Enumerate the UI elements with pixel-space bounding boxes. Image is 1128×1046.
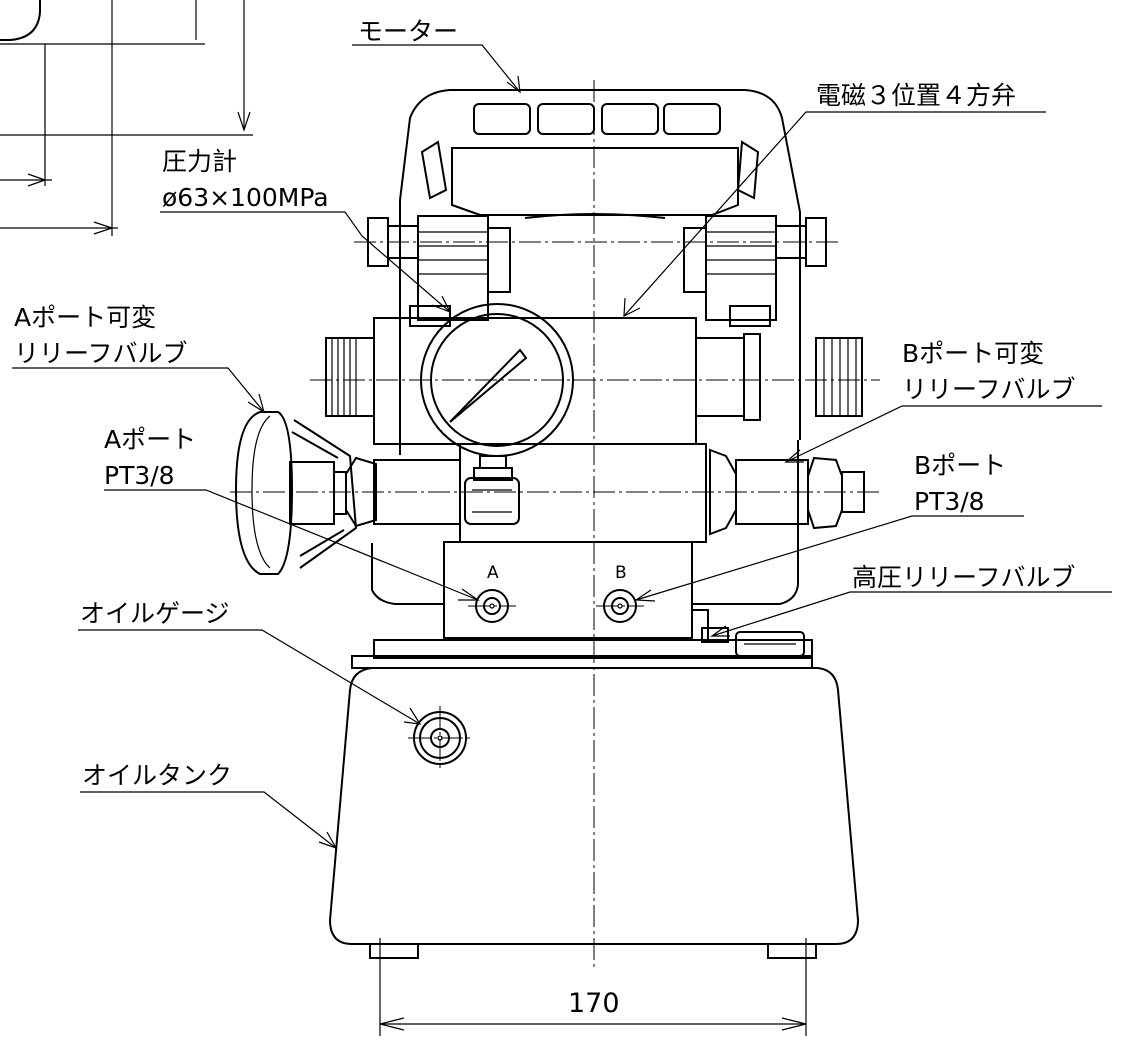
high-relief-label: 高圧リリーフバルブ [852,563,1076,592]
port-a-mark: A [487,563,499,583]
gauge-label-line2: ø63×100MPa [162,183,329,212]
oil-tank [328,639,860,959]
bottom-dimension [379,938,807,1036]
motor-label: モーター [358,17,458,46]
leader-lines [12,44,1112,850]
oil-gauge-label: オイルゲージ [80,599,230,628]
a-relief-label-line1: Aポート可変 [14,303,156,332]
a-port-fittings [234,411,461,575]
b-relief-label-line2: リリーフバルブ [902,375,1076,404]
a-port-label-line1: Aポート [104,425,196,454]
b-port-label-line2: PT3/8 [914,487,985,516]
oil-tank-label: オイルタンク [82,761,232,790]
valve-label: 電磁３位置４方弁 [816,81,1016,110]
port-a-hole [468,589,516,623]
high-pressure-relief-valve [691,609,805,657]
a-port-label-line2: PT3/8 [104,461,175,490]
top-left-dimension-lines [0,0,253,236]
manifold-block [443,443,707,639]
width-dimension-value: 170 [568,988,620,1019]
right-solenoid [683,215,827,327]
gauge-label-line1: 圧力計 [162,147,237,176]
a-relief-label-line2: リリーフバルブ [14,339,188,368]
left-solenoid [367,215,511,327]
b-relief-label-line1: Bポート可変 [902,339,1044,368]
b-port-label-line1: Bポート [914,451,1006,480]
motor-housing [371,89,801,605]
port-b-hole [596,589,644,623]
port-b-mark: B [615,563,627,583]
pressure-gauge [420,303,574,481]
oil-gauge [408,706,472,770]
